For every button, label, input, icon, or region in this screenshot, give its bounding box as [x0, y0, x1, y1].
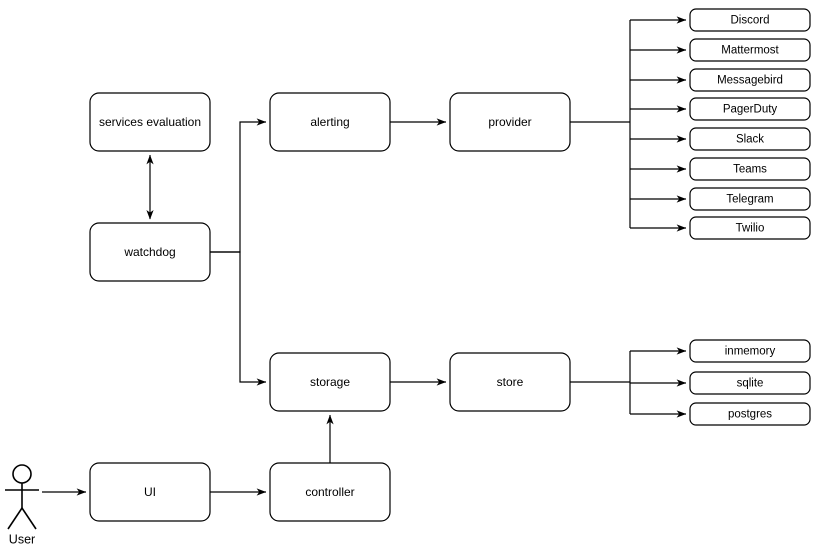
store-target-item-label: postgres	[728, 409, 772, 421]
node-store-box[interactable]	[449, 352, 571, 412]
provider-target-item[interactable]: Mattermost	[689, 38, 811, 62]
store-target-item[interactable]: inmemory	[689, 339, 811, 363]
actor-user-label: User	[9, 532, 35, 546]
provider-target-item[interactable]: Telegram	[689, 187, 811, 211]
node-services-evaluation-label: services evaluation	[99, 115, 201, 129]
node-alerting-label: alerting	[310, 115, 349, 129]
actor-leg-left-icon	[7, 507, 23, 530]
provider-target-item-label: Discord	[731, 15, 770, 27]
provider-branch-lines	[630, 16, 687, 232]
node-provider[interactable]: provider	[449, 92, 571, 152]
provider-target-item-box[interactable]	[689, 8, 811, 32]
node-storage[interactable]: storage	[269, 352, 391, 412]
store-target-item-box[interactable]	[689, 402, 811, 426]
node-services-evaluation-box[interactable]	[89, 92, 211, 152]
node-store-label: store	[497, 375, 524, 389]
edge-watchdog-to-alerting	[210, 118, 267, 253]
provider-target-item-label: Slack	[736, 134, 764, 146]
provider-target-item[interactable]: Messagebird	[689, 68, 811, 92]
node-alerting[interactable]: alerting	[269, 92, 391, 152]
provider-target-item-box[interactable]	[689, 38, 811, 62]
provider-target-item-label: Mattermost	[721, 45, 779, 57]
node-controller[interactable]: controller	[269, 462, 391, 522]
provider-target-item-box[interactable]	[689, 127, 811, 151]
actor-user[interactable]: User	[5, 464, 39, 546]
store-target-item[interactable]: postgres	[689, 402, 811, 426]
node-watchdog-label: watchdog	[123, 245, 175, 259]
provider-target-item-box[interactable]	[689, 187, 811, 211]
provider-target-item[interactable]: Discord	[689, 8, 811, 32]
store-target-item-box[interactable]	[689, 339, 811, 363]
node-services-evaluation[interactable]: services evaluation	[89, 92, 211, 152]
actor-head-icon	[12, 464, 32, 484]
provider-target-item[interactable]: Slack	[689, 127, 811, 151]
node-alerting-box[interactable]	[269, 92, 391, 152]
store-target-item-label: inmemory	[725, 346, 776, 358]
provider-target-item-box[interactable]	[689, 216, 811, 240]
node-watchdog[interactable]: watchdog	[89, 222, 211, 282]
node-ui-box[interactable]	[89, 462, 211, 522]
edge-layer	[42, 16, 687, 496]
provider-target-item-label: Twilio	[736, 223, 765, 235]
provider-target-item-label: PagerDuty	[723, 104, 778, 116]
node-storage-box[interactable]	[269, 352, 391, 412]
provider-target-item-label: Telegram	[726, 194, 773, 206]
node-ui-label: UI	[144, 485, 156, 499]
node-ui[interactable]: UI	[89, 462, 211, 522]
provider-target-item[interactable]: Twilio	[689, 216, 811, 240]
provider-target-item[interactable]: Teams	[689, 157, 811, 181]
provider-target-item-box[interactable]	[689, 97, 811, 121]
node-storage-label: storage	[310, 375, 350, 389]
provider-target-item-box[interactable]	[689, 157, 811, 181]
node-watchdog-box[interactable]	[89, 222, 211, 282]
provider-target-nodes: DiscordMattermostMessagebirdPagerDutySla…	[689, 8, 811, 240]
node-store[interactable]: store	[449, 352, 571, 412]
node-controller-box[interactable]	[269, 462, 391, 522]
provider-target-item-box[interactable]	[689, 68, 811, 92]
provider-target-item-label: Messagebird	[717, 75, 783, 87]
actor-leg-right-icon	[21, 507, 37, 530]
store-target-nodes: inmemory sqlite postgres	[689, 339, 811, 426]
store-target-item-box[interactable]	[689, 371, 811, 395]
provider-target-item[interactable]: PagerDuty	[689, 97, 811, 121]
store-branch-lines	[630, 347, 687, 418]
node-controller-label: controller	[305, 485, 354, 499]
store-target-item-label: sqlite	[737, 378, 764, 390]
node-provider-box[interactable]	[449, 92, 571, 152]
store-target-item[interactable]: sqlite	[689, 371, 811, 395]
provider-target-item-label: Teams	[733, 164, 767, 176]
node-provider-label: provider	[488, 115, 531, 129]
node-layer: services evaluation watchdog alerting pr…	[89, 92, 571, 522]
edge-watchdog-to-storage	[210, 251, 267, 386]
